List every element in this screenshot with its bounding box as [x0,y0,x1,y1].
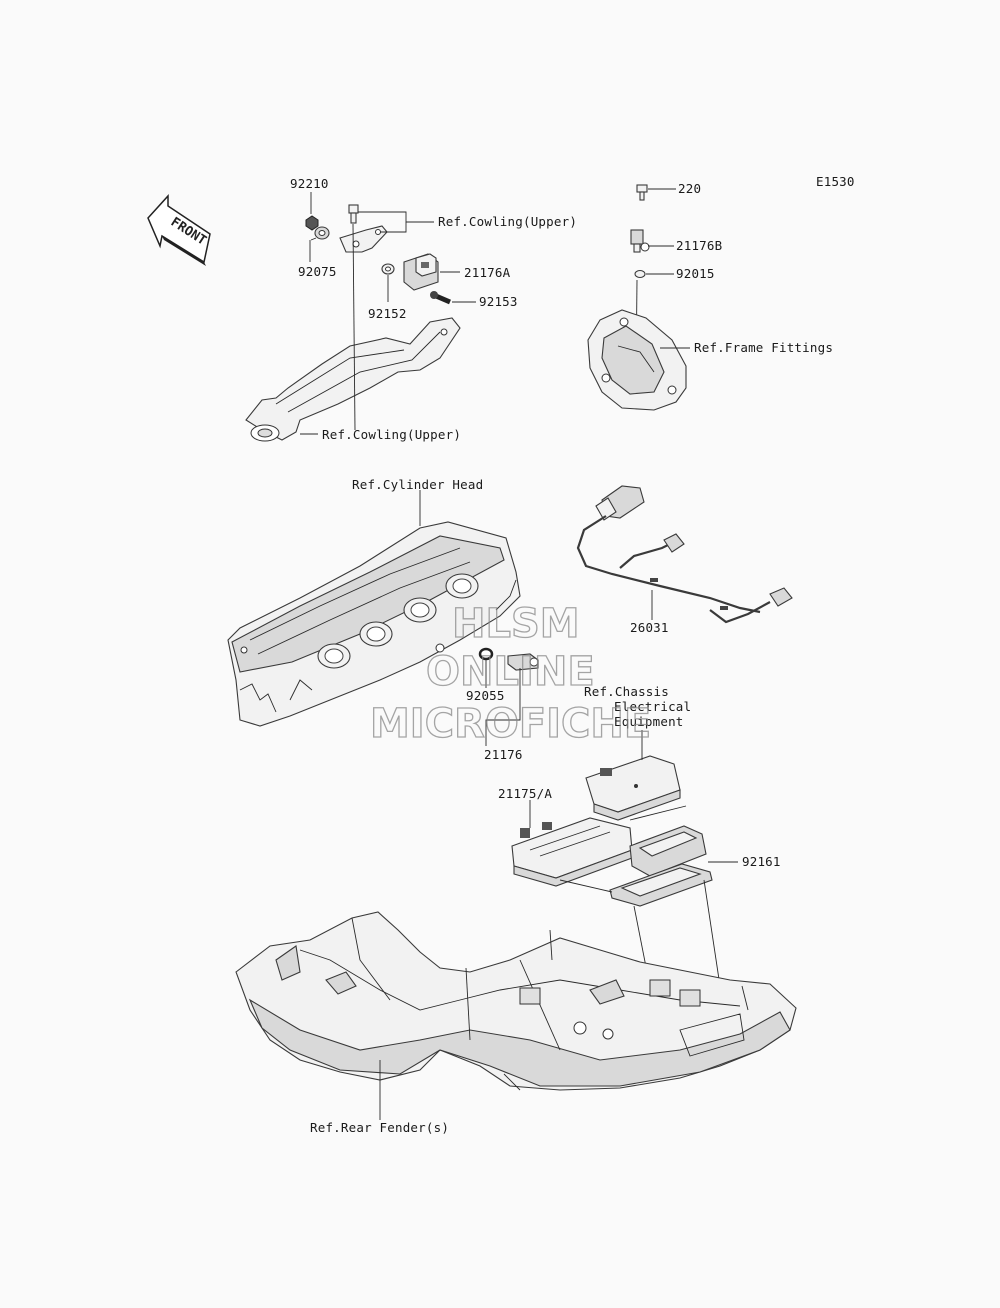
ref-cowling-upper-2: Ref.Cowling(Upper) [322,427,461,442]
watermark: HLSM ONLINE MICROFICHE [369,600,652,747]
part-number-21175A: 21175/A [498,786,552,801]
ref-rear-fender: Ref.Rear Fender(s) [310,1120,449,1135]
diagram-code: E1530 [816,174,855,189]
ref-chassis-line1: Ref.Chassis [584,684,669,699]
wiring-harness-26031[interactable] [576,485,793,624]
part-number-26031: 26031 [630,620,669,635]
front-direction-arrow: FRONT [147,194,211,266]
bolt-220[interactable] [636,184,648,201]
ecu-module-ref-chassis [585,755,681,821]
cylinder-head [227,521,521,727]
part-number-92055: 92055 [466,688,505,703]
watermark-line3: MICROFICHE [370,701,651,747]
part-number-220: 220 [678,181,701,196]
part-number-92152: 92152 [368,306,407,321]
part-number-92153: 92153 [479,294,518,309]
watermark-line1: HLSM [452,601,580,647]
ref-cowling-upper-1: Ref.Cowling(Upper) [438,214,577,229]
leader-lines-head-sensor [485,660,521,746]
grommet-92075[interactable] [314,226,330,240]
sensor-21176B[interactable] [630,229,650,253]
ecu-21175A[interactable] [511,817,633,887]
leader-lines-top-right [646,188,690,349]
cowling-bracket-assembly [245,204,461,442]
part-number-92075: 92075 [298,264,337,279]
part-number-92161: 92161 [742,854,781,869]
part-number-92015: 92015 [676,266,715,281]
part-number-92210: 92210 [290,176,329,191]
rear-fender [235,911,797,1091]
part-number-21176B: 21176B [676,238,722,253]
rubber-holder-92161[interactable] [609,825,713,907]
washer-92015[interactable] [634,269,646,279]
bolt-92153[interactable] [430,291,451,305]
bolt-cowling[interactable] [348,204,359,224]
ref-frame-fittings: Ref.Frame Fittings [694,340,833,355]
watermark-line2: ONLINE [426,649,595,695]
sensor-21176A[interactable] [403,253,439,291]
frame-fitting-sensor-assembly [587,184,687,411]
part-number-21176A: 21176A [464,265,511,280]
ref-cylinder-head: Ref.Cylinder Head [352,477,483,492]
sensor-21176[interactable] [507,653,539,671]
oring-92055[interactable] [478,647,494,661]
washer-92152[interactable] [381,263,395,275]
ref-chassis-line3: Equipment [614,714,684,729]
ref-chassis-line2: Electrical [614,699,691,714]
part-number-21176: 21176 [484,747,523,762]
nut-92210[interactable] [305,215,319,231]
leader-lines-top-left [300,192,476,435]
cowling-stay-bracket [245,317,461,441]
